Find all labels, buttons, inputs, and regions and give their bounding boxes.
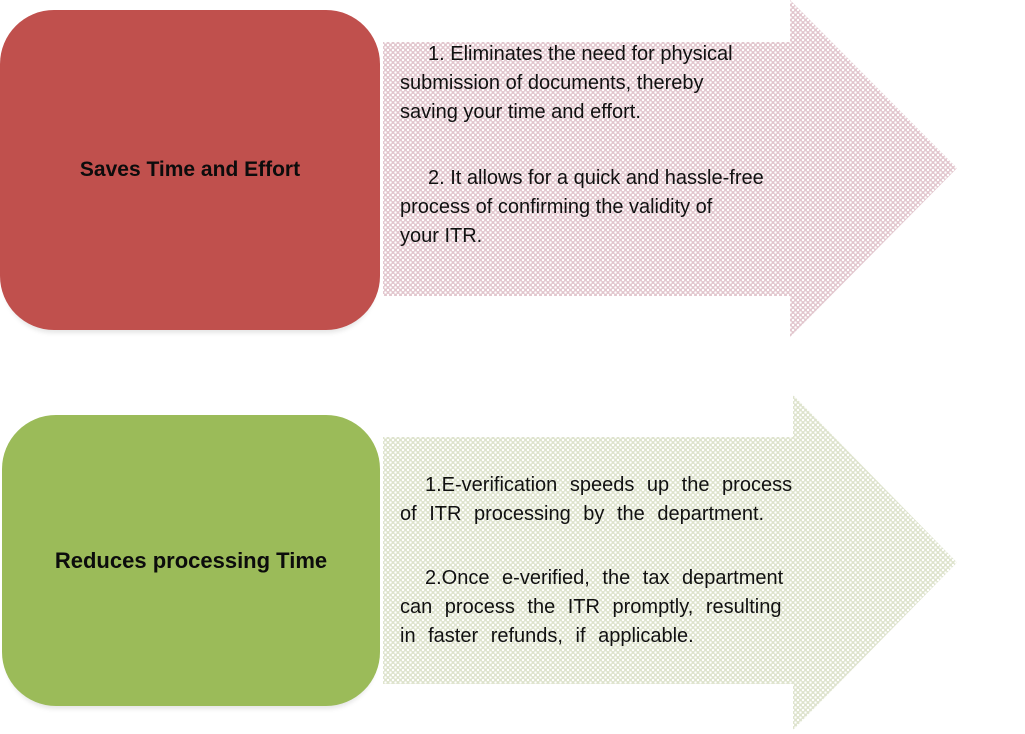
benefit-box-reduces-time: Reduces processing Time xyxy=(2,415,380,706)
benefit-point-2: 2. It allows for a quick and hassle-free… xyxy=(400,167,764,247)
benefit-box-label: Reduces processing Time xyxy=(54,547,328,573)
benefit-box-label: Saves Time and Effort xyxy=(79,158,301,181)
benefit-arrow-reduces-time: 1.E-verification speeds up the process o… xyxy=(383,395,957,730)
benefit-point-2: 2.Once e-verified, the tax department ca… xyxy=(400,567,784,647)
benefit-arrow-text: 1.E-verification speeds up the process o… xyxy=(400,471,870,651)
benefit-arrow-saves-time: 1. Eliminates the need for physical subm… xyxy=(383,0,957,337)
benefit-point-1: 1. Eliminates the need for physical subm… xyxy=(400,43,733,123)
benefit-point-1: 1.E-verification speeds up the process o… xyxy=(400,474,793,525)
benefit-arrow-text: 1. Eliminates the need for physical subm… xyxy=(400,40,880,251)
benefit-box-saves-time: Saves Time and Effort xyxy=(0,10,380,330)
